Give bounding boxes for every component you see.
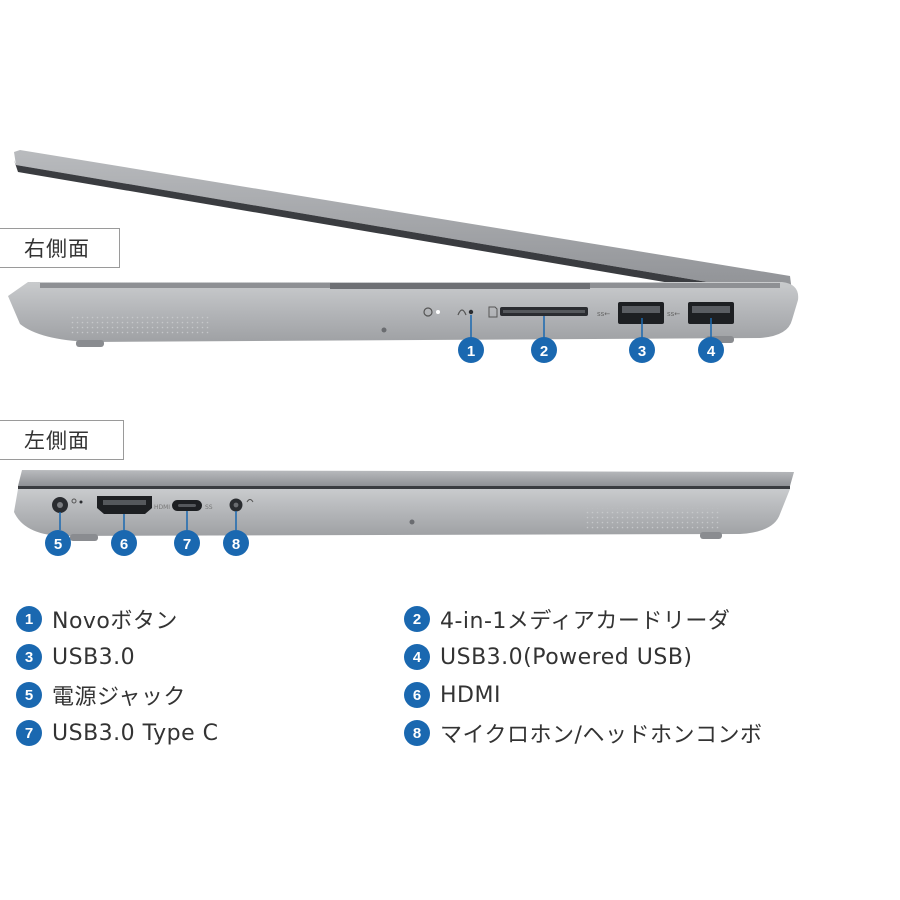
callout-badge: 5 xyxy=(45,530,71,556)
novo-button-icon xyxy=(457,309,474,316)
legend-item: 4 USB3.0(Powered USB) xyxy=(404,642,693,672)
callout-number: 2 xyxy=(540,343,548,360)
usb-c-port: SS xyxy=(172,500,213,511)
callout-badge: 8 xyxy=(223,530,249,556)
laptop-diagram: ss← ss← 1 2 3 4 xyxy=(8,150,799,556)
callout-number: 7 xyxy=(183,536,191,553)
right-side-label: 右側面 xyxy=(0,228,120,268)
audio-jack xyxy=(229,498,254,512)
callout-badge: 4 xyxy=(698,337,724,363)
legend-badge: 1 xyxy=(16,606,42,632)
callout-number: 6 xyxy=(120,536,128,553)
left-side-laptop: HDMI SS 5 6 7 xyxy=(14,470,794,556)
legend-text: HDMI xyxy=(440,682,501,708)
callout-badge: 3 xyxy=(629,337,655,363)
legend-item: 2 4-in-1メディアカードリーダ xyxy=(404,604,730,634)
usb-port-4: ss← xyxy=(667,302,734,324)
power-jack xyxy=(52,497,83,513)
legend-item: 3 USB3.0 xyxy=(16,642,135,672)
usb-port-3: ss← xyxy=(597,302,664,324)
right-side-laptop: ss← ss← 1 2 3 4 xyxy=(8,150,799,363)
callout-number: 1 xyxy=(467,343,475,360)
hdmi-port: HDMI xyxy=(97,496,170,514)
callout-number: 8 xyxy=(232,536,240,553)
legend-badge: 4 xyxy=(404,644,430,670)
callout-badge: 1 xyxy=(458,337,484,363)
svg-text:ss←: ss← xyxy=(597,310,610,318)
callout-number: 3 xyxy=(638,343,646,360)
legend-item: 1 Novoボタン xyxy=(16,604,178,634)
legend-text: USB3.0 Type C xyxy=(52,720,219,746)
laptop-lid-closed xyxy=(18,470,794,486)
power-led-icon xyxy=(423,307,440,317)
legend-text: USB3.0(Powered USB) xyxy=(440,644,693,670)
legend-text: マイクロホン/ヘッドホンコンボ xyxy=(440,723,763,748)
legend-badge: 7 xyxy=(16,720,42,746)
legend-badge: 2 xyxy=(404,606,430,632)
legend-item: 8 マイクロホン/ヘッドホンコンボ xyxy=(404,718,762,748)
port-legend: 1 Novoボタン 2 4-in-1メディアカードリーダ 3 USB3.0 4 … xyxy=(0,600,900,760)
legend-badge: 6 xyxy=(404,682,430,708)
callout-number: 5 xyxy=(54,536,62,553)
legend-badge: 3 xyxy=(16,644,42,670)
callout-badge: 2 xyxy=(531,337,557,363)
legend-item: 6 HDMI xyxy=(404,680,501,710)
legend-text: 電源ジャック xyxy=(52,685,186,710)
legend-text: Novoボタン xyxy=(52,609,178,634)
callout-number: 4 xyxy=(707,343,716,360)
svg-text:ss←: ss← xyxy=(667,310,680,318)
legend-text: 4-in-1メディアカードリーダ xyxy=(440,609,731,634)
callout-badge: 6 xyxy=(111,530,137,556)
usb-c-marking: SS xyxy=(205,504,213,511)
legend-badge: 8 xyxy=(404,720,430,746)
legend-badge: 5 xyxy=(16,682,42,708)
card-reader-slot xyxy=(488,306,588,318)
legend-item: 5 電源ジャック xyxy=(16,680,186,710)
laptop-lid xyxy=(14,150,792,295)
left-side-label: 左側面 xyxy=(0,420,124,460)
hdmi-marking: HDMI xyxy=(154,504,170,511)
callout-badge: 7 xyxy=(174,530,200,556)
legend-item: 7 USB3.0 Type C xyxy=(16,718,219,748)
legend-text: USB3.0 xyxy=(52,644,136,670)
